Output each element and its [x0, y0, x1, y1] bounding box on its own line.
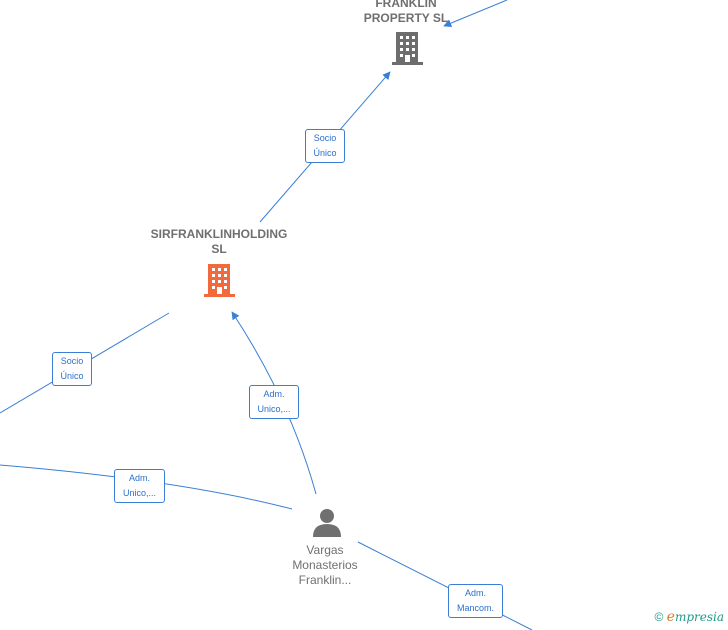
building-icon[interactable]: [392, 32, 423, 65]
person-label-vargas[interactable]: Vargas Monasterios Franklin...: [270, 543, 380, 588]
relation-line: Adm.: [464, 588, 486, 598]
person-icon[interactable]: [313, 509, 341, 537]
relation-adm-unico-left[interactable]: Adm. Unico,...: [114, 469, 165, 503]
relation-line: Socio: [313, 133, 337, 143]
copyright-symbol: ©: [654, 610, 664, 624]
label-line: Monasterios: [292, 558, 358, 572]
company-label-sirfranklinholding[interactable]: SIRFRANKLINHOLDING SL: [139, 227, 299, 257]
relation-line: Adm.: [128, 473, 150, 483]
relation-line: Unico,...: [122, 488, 156, 498]
empresia-logo: © empresia: [654, 609, 724, 625]
brand-e: e: [666, 609, 675, 625]
label-line: Vargas: [306, 543, 344, 557]
relation-socio-unico-top[interactable]: Socio Único: [305, 129, 345, 163]
label-line: SL: [211, 242, 227, 256]
relation-line: Socio: [60, 356, 84, 366]
relation-adm-unico-center[interactable]: Adm. Unico,...: [249, 385, 299, 419]
relation-line: Único: [60, 371, 84, 381]
relation-line: Único: [313, 148, 337, 158]
label-line: SIRFRANKLINHOLDING: [150, 227, 288, 241]
label-line: FRANKLIN: [375, 0, 437, 10]
relation-adm-mancom[interactable]: Adm. Mancom.: [448, 584, 503, 618]
company-label-franklin-property[interactable]: FRANKLIN PROPERTY SL: [346, 0, 466, 26]
brand-name: mpresia: [674, 610, 724, 624]
edge-vargas-mancom: [357, 541, 533, 630]
relation-line: Mancom.: [456, 603, 494, 613]
relation-socio-unico-left[interactable]: Socio Único: [52, 352, 92, 386]
label-line: PROPERTY SL: [363, 11, 449, 25]
label-line: Franklin...: [298, 573, 352, 587]
relation-line: Unico,...: [257, 404, 291, 414]
relation-line: Adm.: [263, 389, 285, 399]
edge-offscreen-to-franklin: [443, 0, 508, 27]
building-icon[interactable]: [204, 264, 235, 297]
